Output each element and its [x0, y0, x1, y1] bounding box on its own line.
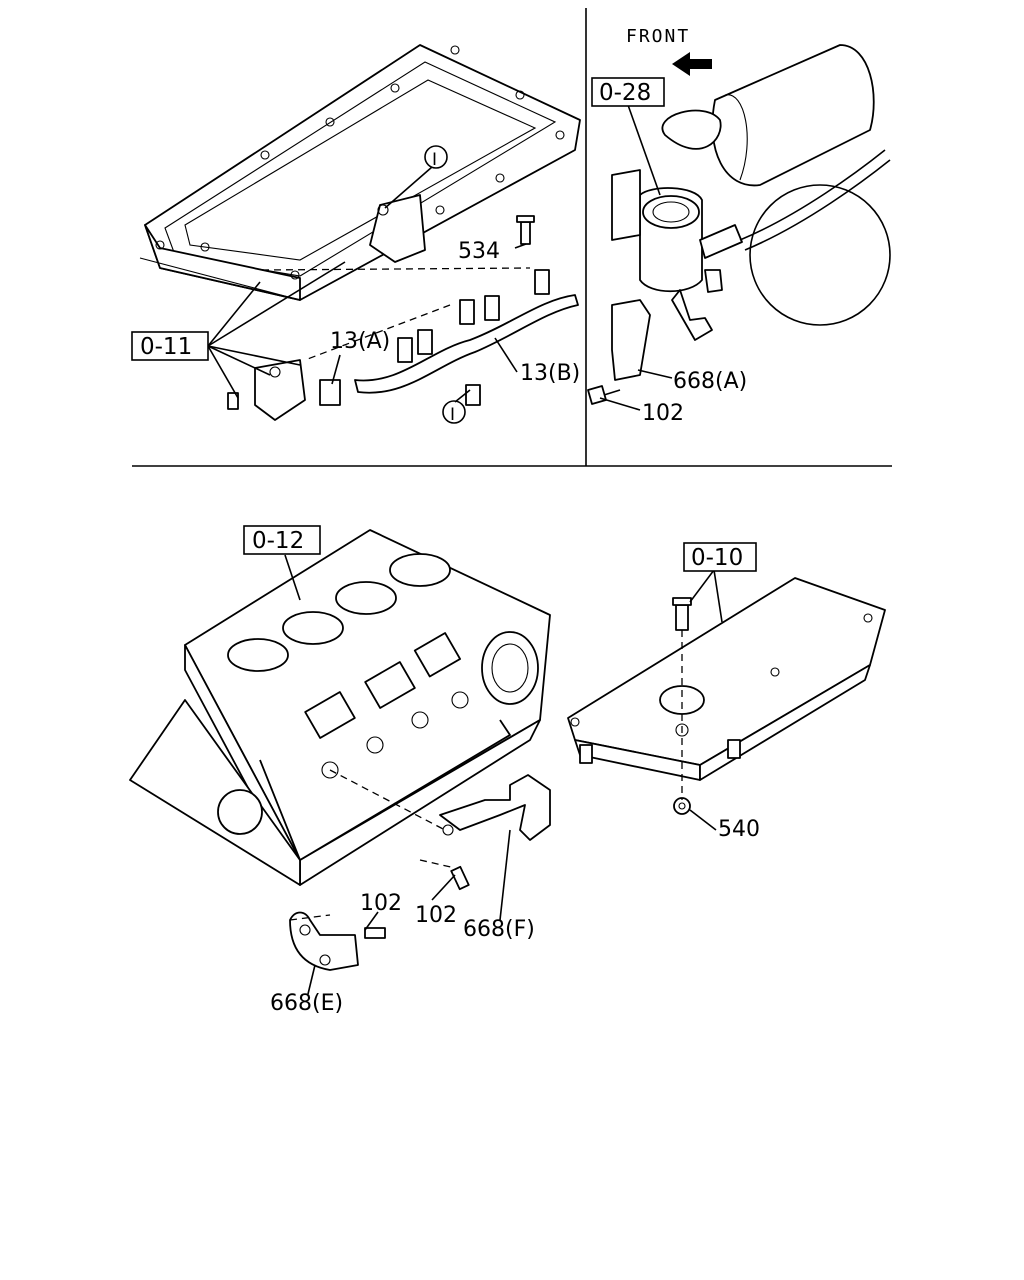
leader-lines-bottom-left — [284, 554, 511, 995]
ref-label-0-10: 0-10 — [691, 545, 743, 571]
ref-label-0-28: 0-28 — [599, 80, 651, 106]
part-label-668a: 668(A) — [673, 369, 747, 394]
ref-box-0-10: 0-10 — [683, 542, 757, 572]
front-label: FRONT — [626, 26, 690, 47]
part-label-102-top: 102 — [642, 401, 684, 426]
panel-dividers — [132, 8, 892, 467]
part-label-668f: 668(F) — [463, 917, 535, 942]
callout-i-upper-label: I — [432, 150, 437, 170]
part-label-13b: 13(B) — [520, 361, 580, 386]
part-label-102-right: 102 — [415, 903, 457, 928]
part-label-102-left: 102 — [360, 891, 402, 916]
bracket-668e-drawing — [289, 911, 386, 971]
callout-i-upper: I — [424, 145, 448, 170]
pump-assembly-drawing — [587, 44, 891, 405]
oil-pan-drawing — [139, 44, 581, 301]
callout-i-lower-label: I — [450, 405, 455, 425]
wire-harness-drawing — [227, 215, 579, 421]
cylinder-block-drawing — [129, 529, 551, 886]
stiffener-plate-drawing — [567, 577, 886, 815]
front-indicator: FRONT — [626, 26, 712, 76]
front-arrow-icon — [672, 52, 712, 76]
ref-label-0-12: 0-12 — [252, 528, 304, 554]
ref-box-0-12: 0-12 — [243, 525, 321, 555]
leader-lines-top-left — [207, 166, 531, 403]
part-label-534: 534 — [458, 239, 500, 264]
leader-lines-top-right — [599, 104, 673, 411]
part-label-540: 540 — [718, 817, 760, 842]
part-label-13a: 13(A) — [330, 329, 390, 354]
oil-pan-bolt-holes — [155, 45, 565, 280]
part-label-668e: 668(E) — [270, 991, 343, 1016]
ref-box-0-28: 0-28 — [591, 77, 665, 107]
callout-i-lower: I — [442, 400, 466, 425]
ref-label-0-11: 0-11 — [140, 334, 192, 360]
leader-lines-bottom-right — [681, 569, 723, 831]
bracket-668f-drawing — [439, 774, 551, 891]
ref-box-0-11: 0-11 — [131, 331, 209, 361]
